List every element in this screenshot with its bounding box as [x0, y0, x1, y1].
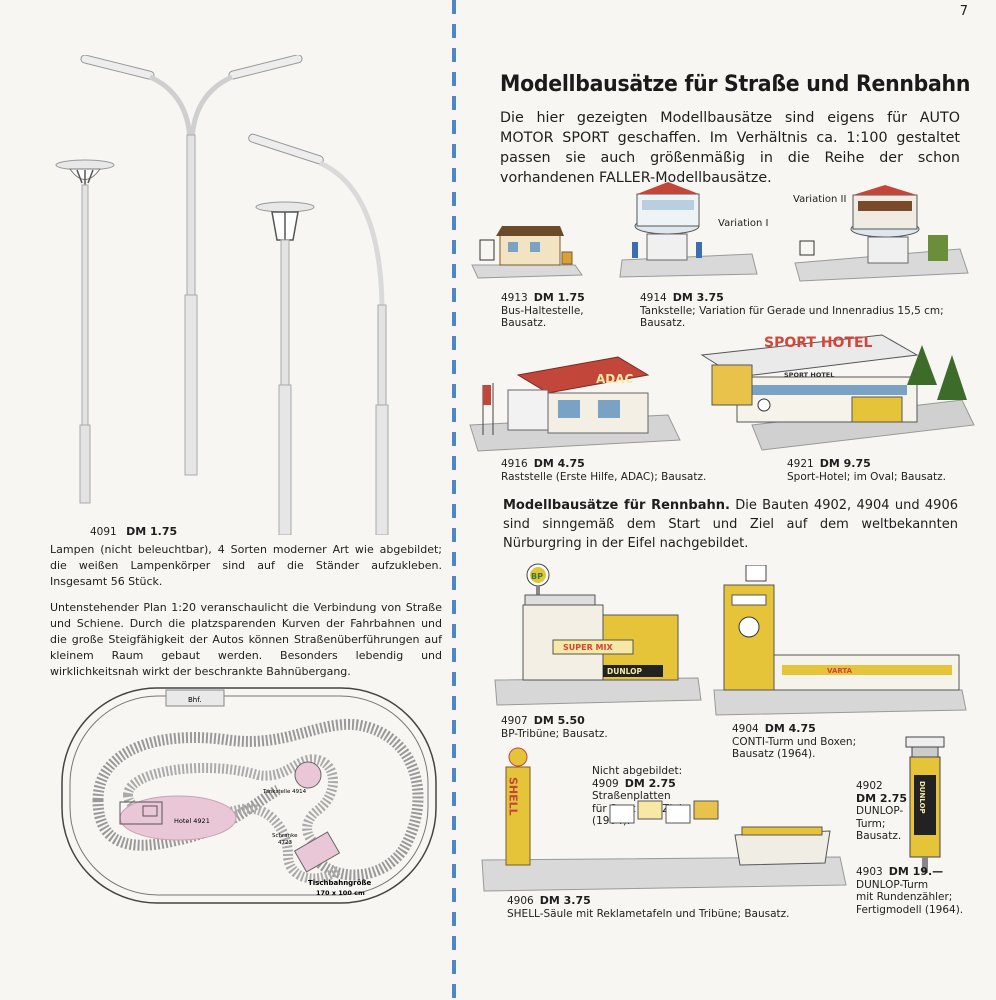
variation-2-label: Variation II: [793, 194, 847, 205]
rennbahn-title: Modellbausätze für Rennbahn.: [503, 498, 730, 513]
variation-1-label: Variation I: [718, 218, 769, 229]
item-number: 4091: [90, 526, 117, 538]
lamp-arc: [248, 133, 389, 535]
sign-sport-hotel-small: SPORT HOTEL: [784, 371, 834, 379]
sign-dunlop: DUNLOP: [607, 667, 642, 676]
sign-sport-hotel: SPORT HOTEL: [764, 335, 873, 351]
sign-shell: SHELL: [507, 777, 520, 816]
plan-description: Untenstehender Plan 1:20 veranschaulicht…: [50, 601, 442, 678]
lamps-illustration: [55, 55, 389, 535]
model-4902-image: DUNLOP: [905, 736, 945, 873]
plan-size-title: Tischbahngröße: [308, 879, 371, 887]
model-4916-image: ADAC: [469, 356, 681, 452]
model-4907-image: BP SUPER MIX DUNLOP: [494, 563, 702, 706]
caption-4902: 4902 DM 2.75 DUNLOP- Turm; Bausatz.: [856, 780, 908, 842]
sign-adac: ADAC: [596, 372, 634, 386]
plan-size-value: 170 x 100 cm: [316, 889, 365, 897]
plan-label-schranke: Schranke: [272, 833, 298, 839]
lamp-lantern: [255, 201, 315, 535]
sign-super-mix: SUPER MIX: [563, 643, 613, 652]
sign-varta: VARTA: [827, 667, 853, 675]
sign-bp: BP: [531, 572, 543, 581]
model-4904-image: VARTA: [713, 565, 967, 716]
lamp-double: [80, 55, 303, 476]
lamp-mushroom: [55, 159, 115, 504]
model-4921-image: SPORT HOTEL SPORT HOTEL: [700, 334, 975, 451]
rennbahn-text: Die Bauten 4902, 4904 und 4906 sind sinn…: [503, 498, 958, 551]
plan-label-tankstelle: Tankstelle 4914: [262, 789, 307, 795]
plan-label-station: Bhf.: [188, 696, 201, 704]
page-spine-divider: [452, 0, 456, 1000]
plan-label-schranke-no: 4723: [278, 840, 292, 846]
lamps-description: Lampen (nicht beleuchtbar), 4 Sorten mod…: [50, 543, 442, 588]
model-4906-image: SHELL: [481, 747, 847, 892]
sign-dunlop-tower: DUNLOP: [918, 781, 926, 814]
page-heading: Modellbausätze für Straße und Rennbahn: [500, 72, 971, 97]
model-4914-variation-2-image: [794, 185, 969, 282]
item-price: DM 1.75: [126, 525, 178, 538]
model-4914-image: [619, 182, 758, 278]
model-4913-image: [471, 226, 583, 279]
layout-plan: Bhf. Hotel 4921 Tankstelle 4914 Schranke…: [61, 687, 437, 904]
caption-4091: 4091 DM 1.75: [90, 525, 178, 539]
plan-label-hotel: Hotel 4921: [174, 817, 210, 825]
page-number: 7: [959, 4, 968, 19]
rennbahn-paragraph: Modellbausätze für Rennbahn. Die Bauten …: [503, 496, 958, 553]
intro-paragraph: Die hier gezeigten Modellbausätze sind e…: [500, 110, 960, 186]
